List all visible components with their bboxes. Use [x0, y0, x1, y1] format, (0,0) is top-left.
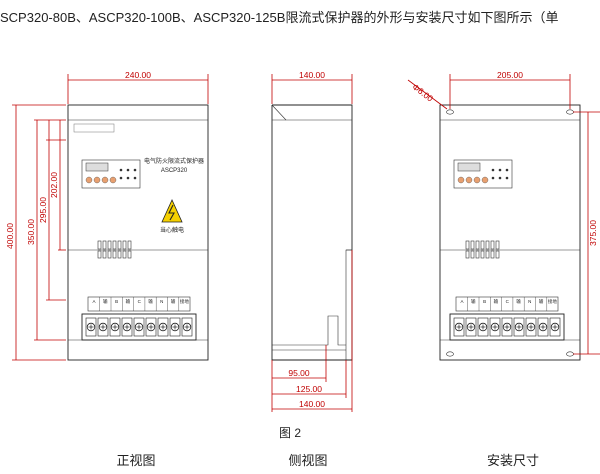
dim-install-width: 205.00: [497, 70, 523, 80]
button-icon: [457, 176, 465, 184]
mount-hole: [566, 351, 574, 357]
vent-slots: [97, 240, 132, 259]
terminal-label: 输: [494, 298, 499, 305]
terminal-label: C: [138, 299, 142, 304]
side-view: [271, 104, 353, 361]
terminal-label: 输: [103, 298, 108, 305]
button-icon: [93, 176, 101, 184]
terminal-label: 输: [471, 298, 476, 305]
install-view-caption: 安装尺寸: [487, 453, 539, 468]
install-vent-slots: [465, 240, 500, 259]
install-dimensions: 205.00 Φ6.00 375.00: [407, 70, 600, 355]
terminal-label: A: [92, 299, 95, 304]
device-label-1: 电气防火限流式保护器: [144, 157, 204, 165]
terminal-label: C: [506, 299, 510, 304]
display-panel: [81, 159, 141, 189]
terminal-label: A: [460, 299, 463, 304]
terminal-label: 输: [148, 298, 153, 305]
dim-install-hole: Φ6.00: [410, 82, 435, 104]
mount-hole: [446, 351, 454, 357]
figure-caption: 图 2: [279, 426, 301, 440]
terminal-label: 输: [516, 298, 521, 305]
terminal-label: 接地: [180, 298, 189, 305]
install-display-panel: [453, 159, 513, 189]
side-view-caption: 侧视图: [288, 453, 327, 468]
terminal-label: 输: [171, 298, 176, 305]
terminal-label: 输: [126, 298, 131, 305]
button-icon: [101, 176, 109, 184]
button-icon: [85, 176, 93, 184]
side-enclosure: [271, 104, 353, 361]
install-enclosure: [439, 104, 581, 361]
dim-front-h400: 400.00: [5, 223, 15, 249]
terminal-label-strip: [87, 296, 191, 312]
button-icon: [481, 176, 489, 184]
button-icon: [473, 176, 481, 184]
dim-front-h350: 350.00: [26, 219, 36, 245]
warning-triangle-icon: [161, 199, 183, 223]
dim-front-h295: 295.00: [38, 197, 48, 223]
mount-hole: [566, 109, 574, 115]
dim-side-width: 140.00: [299, 70, 325, 80]
lightning-icon: [168, 204, 175, 221]
terminal-label: B: [115, 299, 118, 304]
lcd-screen: [85, 162, 109, 172]
mount-hole: [446, 109, 454, 115]
dim-front-width: 240.00: [125, 70, 151, 80]
terminal-label: N: [528, 299, 531, 304]
dim-side-d140: 140.00: [299, 399, 325, 409]
terminal-label: N: [160, 299, 163, 304]
dim-side-d125: 125.00: [296, 384, 322, 394]
dim-side-d95: 95.00: [288, 368, 310, 378]
button-icon: [465, 176, 473, 184]
install-terminal-label-strip: [455, 296, 559, 312]
device-label-2: ASCP320: [161, 168, 188, 174]
terminal-block: [81, 313, 197, 341]
heading-text: SCP320-80B、ASCP320-100B、ASCP320-125B限流式保…: [0, 10, 558, 25]
front-dimensions: 240.00 400.00 350.00 295.00 202.00: [5, 70, 209, 361]
front-enclosure: [67, 104, 209, 361]
logo-strip: [73, 123, 115, 133]
dim-front-h202: 202.00: [49, 172, 59, 198]
terminal-label: B: [483, 299, 486, 304]
side-dimensions: 140.00 95.00 125.00 140.00: [271, 70, 353, 412]
button-icon: [109, 176, 117, 184]
dim-install-height: 375.00: [588, 220, 598, 246]
terminal-label: 接地: [548, 298, 557, 305]
install-terminal-block: [449, 313, 565, 341]
front-view-caption: 正视图: [116, 453, 155, 468]
terminal-label: 输: [539, 298, 544, 305]
warning-text: 当心触电: [160, 226, 184, 234]
